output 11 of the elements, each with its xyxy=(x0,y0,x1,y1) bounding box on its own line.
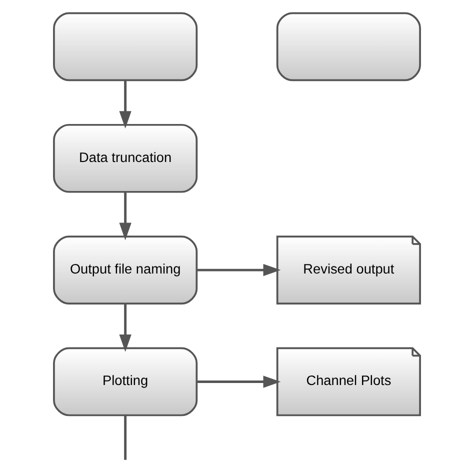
arrow xyxy=(119,80,132,129)
arrow xyxy=(196,264,281,276)
node-box xyxy=(53,12,198,82)
arrow xyxy=(119,304,132,352)
node-box: Plotting xyxy=(53,347,198,416)
node-box xyxy=(276,12,421,82)
node-box: Output file naming xyxy=(53,236,198,304)
connector xyxy=(124,416,127,460)
arrow xyxy=(119,192,132,240)
node-box: Data truncation xyxy=(53,124,198,193)
arrow xyxy=(196,376,281,388)
